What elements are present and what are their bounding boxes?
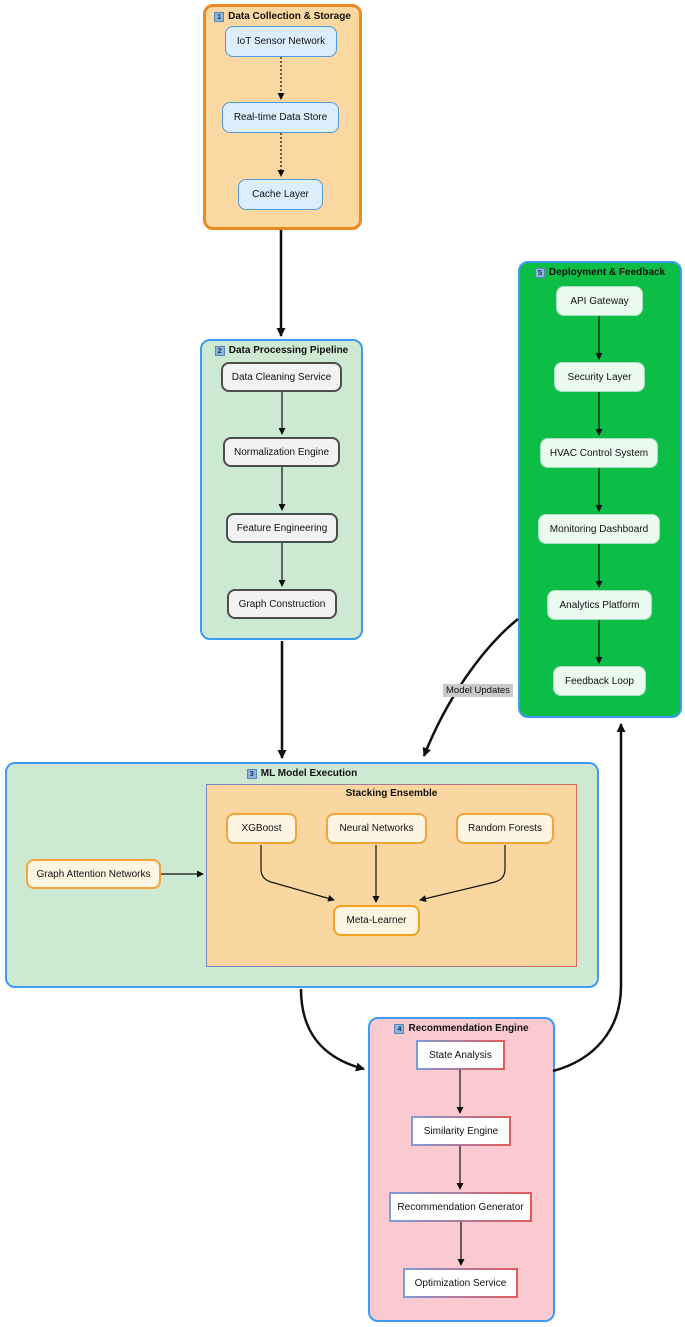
container-title-deployment-feedback: 5 Deployment & Feedback	[520, 267, 680, 278]
section-number-badge-2: 2	[214, 345, 225, 356]
node-meta-learner: Meta-Learner	[333, 905, 420, 936]
node-monitoring-dashboard: Monitoring Dashboard	[538, 514, 660, 544]
node-analytics-platform: Analytics Platform	[547, 590, 652, 620]
container-title-text: Data Processing Pipeline	[228, 345, 349, 356]
container-title-text: Recommendation Engine	[408, 1023, 529, 1034]
subgraph-stacking-ensemble: Stacking Ensemble	[206, 784, 577, 967]
node-normalization-engine: Normalization Engine	[223, 437, 340, 467]
edge-label-model-updates: Model Updates	[443, 684, 513, 697]
container-title-text: Data Collection & Storage	[228, 11, 351, 22]
node-cache-layer: Cache Layer	[238, 179, 323, 210]
container-title-ml-model-execution: 3 ML Model Execution	[7, 768, 597, 779]
container-title-data-collection: 1 Data Collection & Storage	[206, 11, 359, 22]
node-similarity-engine: Similarity Engine	[411, 1116, 511, 1146]
node-recommendation-generator: Recommendation Generator	[389, 1192, 532, 1222]
node-api-gateway: API Gateway	[556, 286, 643, 316]
container-title-text: ML Model Execution	[260, 768, 358, 779]
node-optimization-service: Optimization Service	[403, 1268, 518, 1298]
container-title-data-processing: 2 Data Processing Pipeline	[202, 345, 361, 356]
node-graph-construction: Graph Construction	[227, 589, 337, 619]
edge-ml-to-recommendation	[299, 988, 365, 1072]
node-feature-engineering: Feature Engineering	[226, 513, 338, 543]
node-random-forests: Random Forests	[456, 813, 554, 844]
node-iot-sensor-network: IoT Sensor Network	[225, 26, 337, 57]
section-number-badge-4: 4	[394, 1023, 405, 1034]
node-graph-attention-networks: Graph Attention Networks	[26, 859, 161, 889]
node-neural-networks: Neural Networks	[326, 813, 427, 844]
node-data-cleaning-service: Data Cleaning Service	[221, 362, 342, 392]
node-xgboost: XGBoost	[226, 813, 297, 844]
node-state-analysis: State Analysis	[416, 1040, 505, 1070]
section-number-badge-3: 3	[246, 768, 257, 779]
node-security-layer: Security Layer	[554, 362, 645, 392]
subgraph-title: Stacking Ensemble	[345, 788, 438, 799]
container-title-text: Deployment & Feedback	[548, 267, 666, 278]
node-feedback-loop: Feedback Loop	[553, 666, 646, 696]
container-deployment-feedback: 5 Deployment & Feedback	[518, 261, 682, 718]
node-hvac-control-system: HVAC Control System	[540, 438, 658, 468]
container-title-recommendation-engine: 4 Recommendation Engine	[370, 1023, 553, 1034]
node-realtime-data-store: Real-time Data Store	[222, 102, 339, 133]
section-number-badge-1: 1	[214, 11, 225, 22]
section-number-badge-5: 5	[534, 267, 545, 278]
